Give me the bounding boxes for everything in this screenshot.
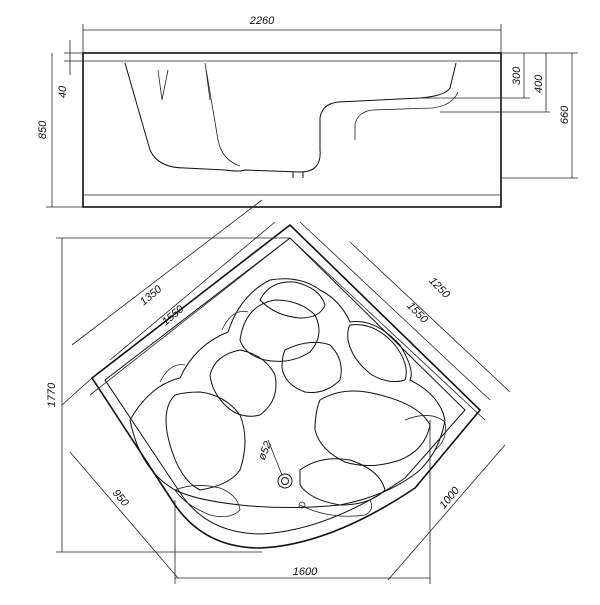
dim-overall-height: 850 xyxy=(37,120,49,139)
side-view: 2260 40 850 300 400 660 xyxy=(37,15,578,208)
drain-outer xyxy=(277,473,293,489)
seat-nub-right xyxy=(205,69,211,101)
top-view-outline xyxy=(90,223,482,549)
drain-leader xyxy=(267,439,283,476)
grab-handle-top xyxy=(221,311,249,331)
drain-inner xyxy=(281,477,289,485)
dim-seat-depth: 400 xyxy=(533,74,545,93)
bath-cavity-profile xyxy=(124,62,457,173)
basin-outline xyxy=(129,278,446,508)
dim-front-left: 950 xyxy=(110,487,132,509)
dim-line-1250 xyxy=(299,221,491,401)
dim-line-1550-right xyxy=(289,237,486,421)
dim-total-depth: 1770 xyxy=(46,382,58,407)
top-view: ø52 1770 1350 1550 1250 1550 950 1000 16 xyxy=(46,199,511,584)
shelf-contour-2 xyxy=(299,499,373,517)
overflow-outlet xyxy=(298,501,306,509)
seat-lower xyxy=(299,458,386,506)
cushion-right xyxy=(281,341,342,393)
grab-handle-left xyxy=(159,364,186,383)
cushion-top xyxy=(259,281,326,319)
dim-line-950 xyxy=(69,451,179,579)
dim-line-1250-ext xyxy=(349,241,511,393)
headrest-left xyxy=(165,391,246,491)
dim-overall-length: 2260 xyxy=(249,15,275,27)
dim-inner-side-left: 1350 xyxy=(138,283,165,308)
headrest-right xyxy=(347,324,407,383)
dim-line-1550-left-ext xyxy=(71,199,263,346)
bath-cavity-inner xyxy=(204,62,241,167)
dim-line-1350 xyxy=(109,221,276,361)
cushion-upper xyxy=(239,299,320,362)
dim-outer-side-left: 1550 xyxy=(160,303,187,328)
ext-line xyxy=(61,377,93,406)
shelf-contour xyxy=(404,415,446,451)
dim-rim-thickness: 40 xyxy=(57,85,69,98)
dim-line-1000 xyxy=(387,444,506,581)
seat-profile xyxy=(354,91,459,140)
side-view-outline xyxy=(82,52,502,208)
top-view-rim xyxy=(104,237,466,535)
cushion-middle-left xyxy=(209,349,277,417)
dim-step-depth: 300 xyxy=(511,66,523,85)
step-contour xyxy=(174,485,241,518)
dim-width: 1600 xyxy=(293,566,318,578)
dim-line-1550-left xyxy=(89,237,291,396)
seat-nub-left xyxy=(157,69,169,101)
drain-diameter-label: ø52 xyxy=(256,440,274,462)
dim-inner-side-right: 1250 xyxy=(426,275,452,302)
dim-outer-side-right: 1550 xyxy=(404,300,430,327)
seat-right xyxy=(314,390,431,466)
dim-bath-depth: 660 xyxy=(559,105,571,124)
